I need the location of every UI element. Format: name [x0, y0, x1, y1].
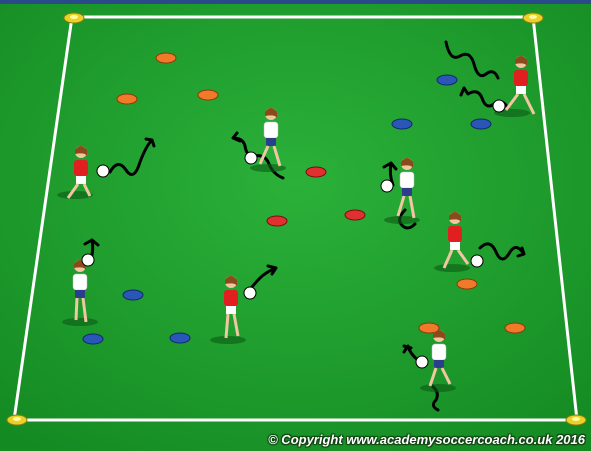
corner-marker: [566, 415, 586, 425]
blue-cone: [123, 290, 143, 300]
blue-cone: [437, 75, 457, 85]
blue-cone: [392, 119, 412, 129]
corner-marker: [523, 13, 543, 23]
blue-cone: [83, 334, 103, 344]
grass-field: [0, 4, 591, 451]
red-cone: [345, 210, 365, 220]
orange-cone: [505, 323, 525, 333]
corner-marker: [7, 415, 27, 425]
orange-cone: [156, 53, 176, 63]
red-cone: [267, 216, 287, 226]
red-cone: [306, 167, 326, 177]
orange-cone: [457, 279, 477, 289]
blue-cone: [471, 119, 491, 129]
orange-cone: [198, 90, 218, 100]
orange-cone: [117, 94, 137, 104]
blue-cone: [170, 333, 190, 343]
corner-marker: [64, 13, 84, 23]
copyright-notice: © Copyright www.academysoccercoach.co.uk…: [268, 432, 585, 447]
